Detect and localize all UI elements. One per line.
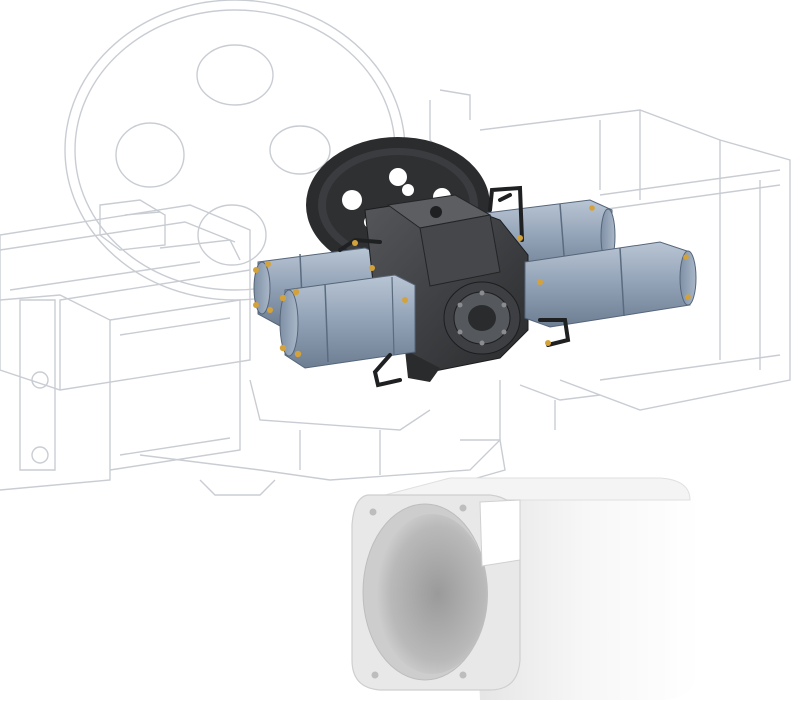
ghost-right-motor <box>429 89 791 411</box>
mounting-hole <box>371 671 379 679</box>
mounting-hole <box>369 508 377 516</box>
ghost-frame <box>139 379 506 496</box>
hose-pipes <box>338 185 571 388</box>
hydraulic-motor-front-left <box>279 274 416 369</box>
focused-assembly <box>253 137 697 388</box>
square-housing <box>351 477 700 700</box>
hydraulic-motor-front-right <box>524 241 697 328</box>
ghost-brackets <box>99 199 601 430</box>
housing-bore <box>362 503 488 681</box>
mounting-hole <box>459 671 467 679</box>
ghost-assembly <box>0 0 791 496</box>
output-flange <box>443 281 521 355</box>
mounting-hole <box>459 504 467 512</box>
fittings <box>352 235 551 346</box>
ghost-left-motor <box>0 204 251 491</box>
